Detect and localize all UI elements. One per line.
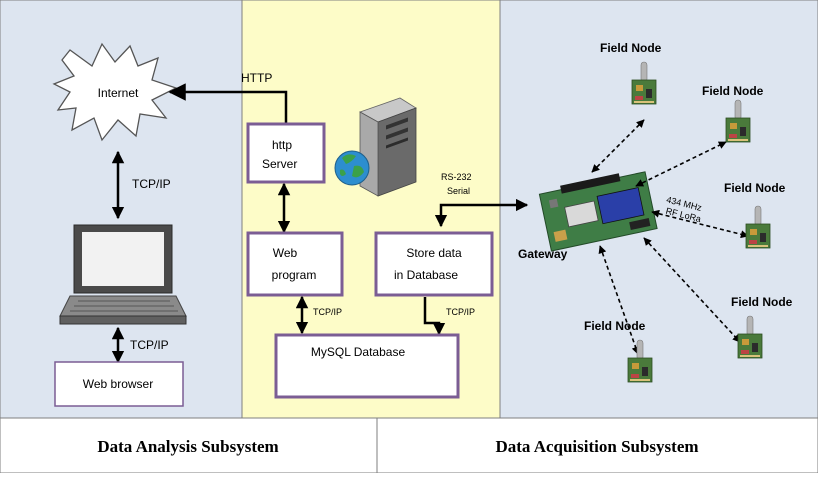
http-server-line2: Server — [262, 157, 297, 171]
field-node-label-2: Field Node — [702, 84, 764, 98]
http-server-box — [246, 122, 326, 184]
cloud-icon — [52, 42, 178, 142]
footer-acquisition — [376, 417, 818, 474]
store-data-box — [374, 231, 494, 297]
web-browser-label: Web browser — [83, 377, 153, 391]
link-node-4 — [643, 237, 741, 343]
tcpip-label-program: TCP/IP — [313, 307, 342, 317]
server-icon — [359, 97, 417, 197]
rs232-line2: Serial — [447, 186, 470, 196]
tcpip-label-store: TCP/IP — [446, 307, 475, 317]
link-node-1 — [591, 119, 645, 173]
analysis-subsystem-label: Data Analysis Subsystem — [97, 437, 278, 456]
link-node-5 — [598, 245, 640, 355]
tcpip-label-upper: TCP/IP — [132, 177, 171, 191]
web-program-box — [246, 231, 344, 297]
http-connector — [168, 83, 288, 124]
http-label: HTTP — [241, 71, 272, 85]
field-node-label-4: Field Node — [731, 295, 793, 309]
web-program-line2: program — [272, 268, 317, 282]
web-program-line1: Web — [273, 246, 298, 260]
link-node-2 — [635, 141, 727, 187]
field-node-label-5: Field Node — [584, 319, 646, 333]
rs232-line1: RS-232 — [441, 172, 472, 182]
rs232-connector — [434, 198, 529, 228]
store-data-line1: Store data — [406, 246, 462, 260]
field-node-label-1: Field Node — [600, 41, 662, 55]
store-data-line2: in Database — [394, 268, 458, 282]
acquisition-subsystem-label: Data Acquisition Subsystem — [495, 437, 698, 456]
store-mysql-connector — [423, 297, 446, 336]
mysql-database-label: MySQL Database — [311, 345, 406, 359]
http-server-line1: http — [272, 138, 292, 152]
web-browser-box — [54, 361, 184, 407]
footer-analysis — [0, 417, 378, 474]
link-node-3 — [651, 209, 749, 239]
gateway-label: Gateway — [518, 247, 568, 261]
gateway-board-icon — [538, 171, 658, 252]
mysql-database-box — [274, 333, 460, 399]
tcpip-label-lower: TCP/IP — [130, 338, 169, 352]
field-node-label-3: Field Node — [724, 181, 786, 195]
globe-icon — [334, 150, 370, 186]
internet-label: Internet — [98, 86, 139, 100]
laptop-icon — [59, 224, 187, 325]
